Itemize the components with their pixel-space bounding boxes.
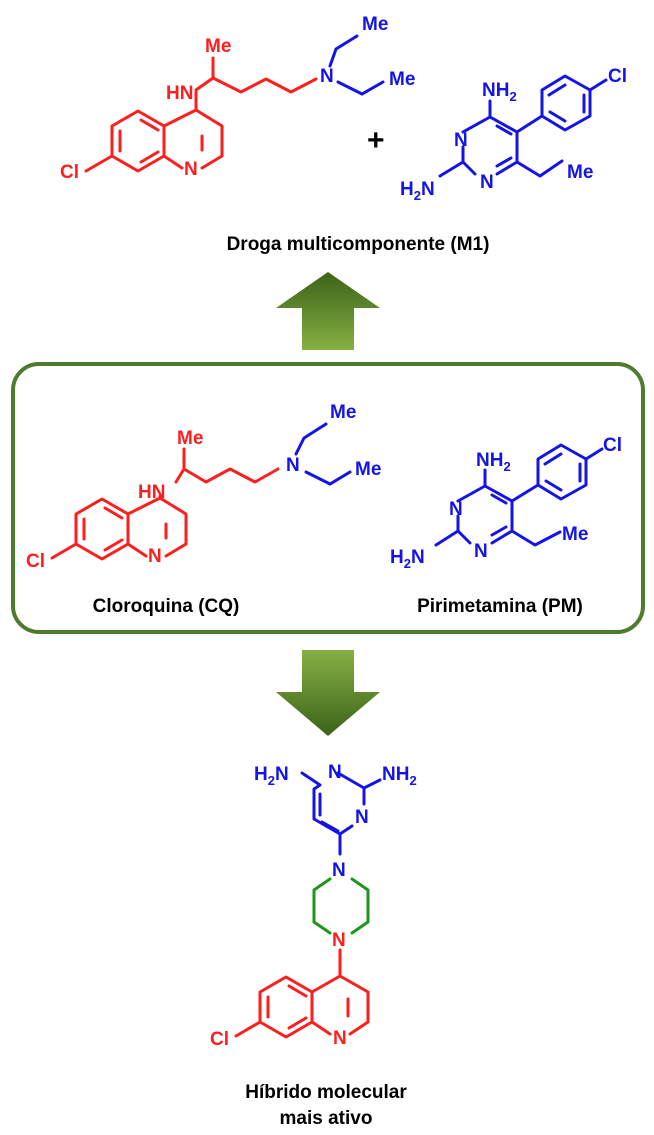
atom-cl: Cl [210, 1029, 229, 1050]
atom-me: Me [177, 428, 203, 449]
atom-cl: Cl [603, 435, 622, 456]
caption-hybrid-line2: mais ativo [280, 1108, 373, 1129]
atom-n: N [355, 807, 369, 828]
atom-hn: HN [166, 83, 193, 104]
atom-me: Me [205, 36, 231, 57]
molecule-chloroquine-top-chain-n [328, 34, 385, 96]
atom-me: Me [562, 524, 588, 545]
atom-h2n: H2N [254, 764, 289, 788]
caption-hybrid-line1: Híbrido molecular [245, 1082, 407, 1103]
caption-chloroquine: Cloroquina (CQ) [93, 596, 240, 617]
atom-me: Me [355, 459, 381, 480]
components-box [11, 362, 645, 634]
molecule-hybrid-piperazine [312, 877, 370, 935]
molecule-hybrid-pyrimidine [300, 771, 382, 856]
atom-h2n: H2N [400, 179, 435, 203]
atom-hn: HN [138, 482, 165, 503]
atom-n: N [474, 541, 488, 562]
down-arrow-icon [276, 650, 380, 736]
atom-me: Me [567, 162, 593, 183]
atom-n: N [332, 860, 346, 881]
molecule-hybrid-quinoline [234, 948, 370, 1039]
molecule-chloroquine-top [84, 56, 318, 173]
molecule-chloroquine-chain-n [294, 422, 352, 486]
atom-cl: Cl [60, 162, 79, 183]
molecule-pyrimethamine-top [438, 74, 608, 178]
atom-nh2: NH2 [476, 450, 511, 474]
atom-me: Me [389, 69, 415, 90]
atom-n: N [332, 930, 346, 951]
atom-h2n: H2N [390, 547, 425, 571]
atom-n: N [449, 499, 463, 520]
molecule-pyrimethamine [434, 443, 604, 547]
caption-pyrimethamine: Pirimetamina (PM) [417, 596, 583, 617]
atom-n: N [286, 455, 300, 476]
atom-n: N [184, 159, 198, 180]
atom-cl: Cl [26, 551, 45, 572]
atom-n: N [333, 1028, 347, 1049]
caption-multicomponent-drug: Droga multicomponente (M1) [227, 234, 490, 255]
atom-nh2: NH2 [482, 80, 517, 104]
atom-me: Me [330, 402, 356, 423]
molecule-chloroquine [50, 447, 280, 561]
atom-n: N [454, 130, 468, 151]
atom-n: N [328, 762, 342, 783]
atom-n: N [480, 172, 494, 193]
atom-n: N [320, 66, 334, 87]
atom-me: Me [362, 14, 388, 35]
up-arrow-icon [276, 272, 380, 350]
plus-sign: + [367, 124, 385, 157]
atom-n: N [148, 546, 162, 567]
atom-cl: Cl [608, 66, 627, 87]
atom-nh2: NH2 [382, 764, 417, 788]
